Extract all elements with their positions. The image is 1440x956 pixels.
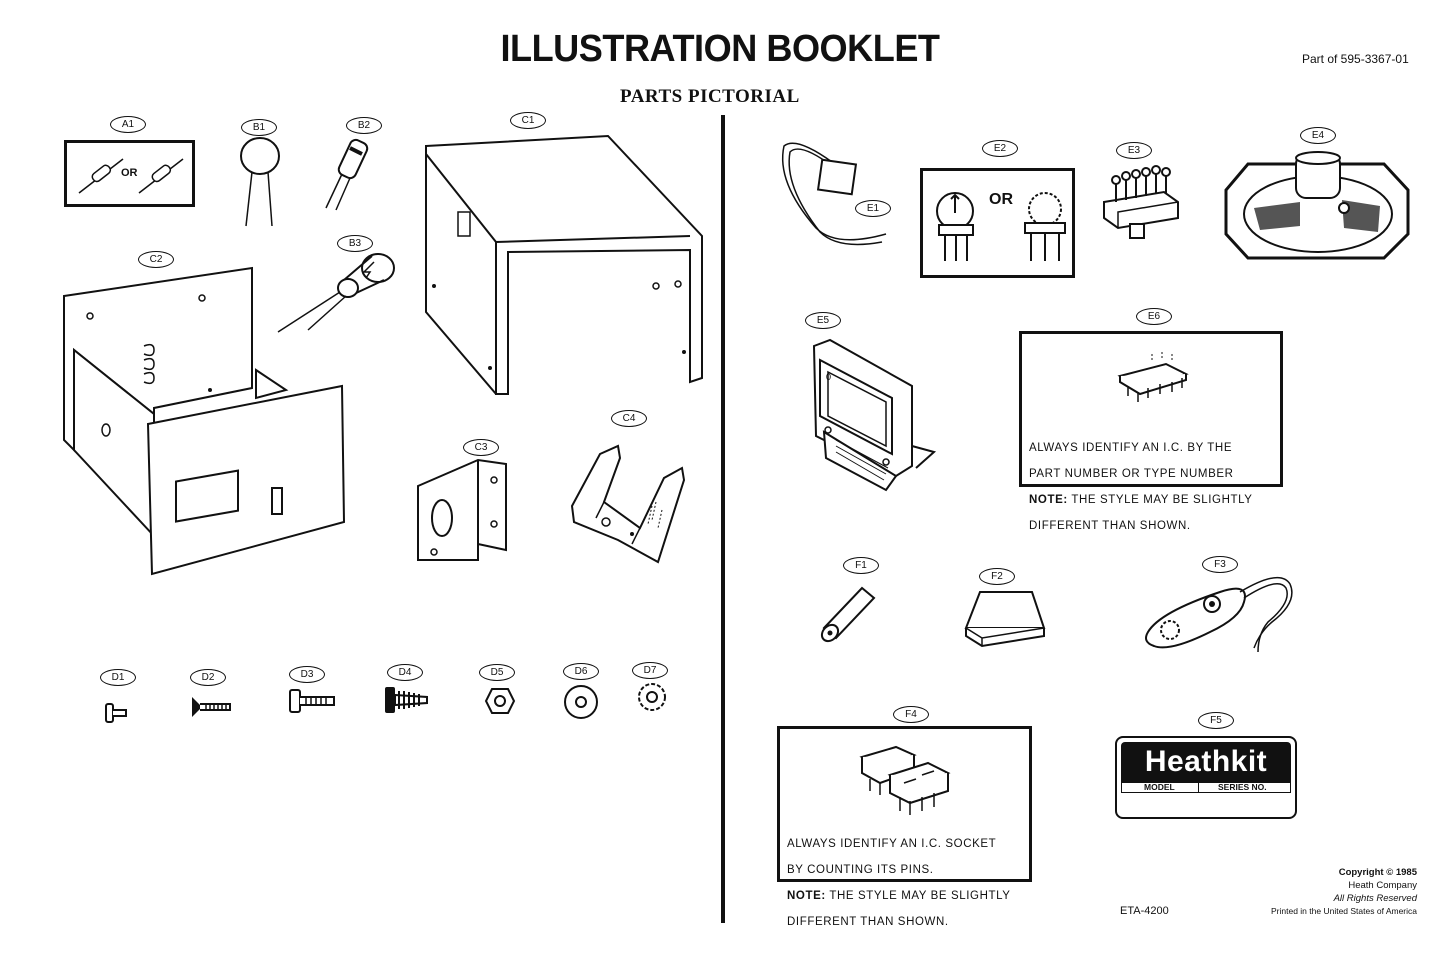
label-f2: F2: [979, 568, 1015, 585]
note-line: DIFFERENT THAN SHOWN.: [1029, 520, 1191, 532]
hex-nut-icon: [484, 687, 516, 715]
note-line: THE STYLE MAY BE SLIGHTLY: [825, 890, 1011, 902]
disc-capacitor-icon: [236, 136, 284, 228]
bracket-icon: [412, 456, 512, 566]
copyright-block: Copyright © 1985 Heath Company All Right…: [1240, 866, 1417, 918]
label-e6: E6: [1136, 308, 1172, 325]
or-text: OR: [989, 191, 1013, 208]
rubber-foot-icon: [962, 588, 1048, 650]
wired-component-icon: [776, 132, 896, 256]
axial-capacitor-icon: [274, 250, 404, 336]
ic-socket-icon: [854, 739, 964, 815]
note-line: ALWAYS IDENTIFY AN I.C. SOCKET: [787, 838, 997, 850]
center-divider: [721, 115, 725, 923]
label-d2: D2: [190, 669, 226, 686]
page-title: ILLUSTRATION BOOKLET: [500, 28, 940, 70]
spacer-icon: [816, 580, 880, 644]
note-line: ALWAYS IDENTIFY AN I.C. BY THE: [1029, 442, 1233, 454]
svg-text:0: 0: [826, 372, 831, 382]
sheet-metal-screw-icon: [385, 687, 431, 713]
switch-icon: [1094, 162, 1184, 242]
label-d5: D5: [479, 664, 515, 681]
label-f4: F4: [893, 706, 929, 723]
or-text: OR: [121, 167, 138, 179]
note-line: THE STYLE MAY BE SLIGHTLY: [1067, 494, 1253, 506]
resistor-box: OR: [64, 140, 195, 207]
label-f3: F3: [1202, 556, 1238, 573]
clip-bracket-icon: [566, 436, 690, 568]
label-c4: C4: [611, 410, 647, 427]
cabinet-top-icon: [420, 132, 706, 396]
cord-assembly-icon: [1140, 562, 1298, 658]
heathkit-label: Heathkit MODEL SERIES NO.: [1115, 736, 1297, 819]
label-c2: C2: [138, 251, 174, 268]
chassis-icon: [60, 264, 350, 576]
label-b3: B3: [337, 235, 373, 252]
ic-chip-icon: [1112, 352, 1196, 402]
potentiometer-icon: [933, 185, 1068, 265]
label-e2: E2: [982, 140, 1018, 157]
label-d3: D3: [289, 666, 325, 683]
part-number: Part of 595-3367-01: [1302, 52, 1409, 66]
heathkit-brand: Heathkit: [1121, 742, 1291, 782]
ic-note-text: ALWAYS IDENTIFY AN I.C. BY THE PART NUMB…: [1029, 429, 1253, 546]
model-field: MODEL: [1144, 782, 1175, 792]
meter-icon: 0: [806, 336, 940, 496]
label-e3: E3: [1116, 142, 1152, 159]
speaker-icon: [1224, 150, 1410, 260]
electrolytic-capacitor-icon: [320, 134, 386, 212]
label-a1: A1: [110, 116, 146, 133]
resistor-icon: [77, 153, 187, 198]
label-b1: B1: [241, 119, 277, 136]
rights-line: All Rights Reserved: [1333, 893, 1417, 904]
label-d4: D4: [387, 664, 423, 681]
note-label: NOTE:: [1029, 494, 1068, 506]
label-c3: C3: [463, 439, 499, 456]
series-field: SERIES NO.: [1218, 782, 1267, 792]
note-line: PART NUMBER OR TYPE NUMBER: [1029, 468, 1234, 480]
label-c1: C1: [510, 112, 546, 129]
label-e5: E5: [805, 312, 841, 329]
label-e4: E4: [1300, 127, 1336, 144]
ic-socket-note-text: ALWAYS IDENTIFY AN I.C. SOCKET BY COUNTI…: [787, 825, 1011, 942]
control-box: OR: [920, 168, 1075, 278]
note-line: DIFFERENT THAN SHOWN.: [787, 916, 949, 928]
printed-line: Printed in the United States of America: [1271, 906, 1417, 916]
note-label: NOTE:: [787, 890, 826, 902]
flat-washer-icon: [562, 684, 600, 720]
hex-screw-icon: [288, 688, 336, 714]
ic-note-box: ALWAYS IDENTIFY AN I.C. BY THE PART NUMB…: [1019, 331, 1283, 532]
label-b2: B2: [346, 117, 382, 134]
page-subtitle: PARTS PICTORIAL: [620, 86, 800, 107]
label-d6: D6: [563, 663, 599, 680]
label-d1: D1: [100, 669, 136, 686]
field-divider: [1198, 783, 1199, 792]
machine-screw-icon: [104, 702, 128, 724]
label-e1: E1: [855, 200, 891, 217]
label-field-row: MODEL SERIES NO.: [1121, 782, 1291, 793]
label-d7: D7: [632, 662, 668, 679]
copyright-line: Copyright © 1985: [1338, 867, 1417, 878]
company-line: Heath Company: [1348, 880, 1417, 891]
ic-socket-note-box: ALWAYS IDENTIFY AN I.C. SOCKET BY COUNTI…: [777, 726, 1032, 928]
flat-head-screw-icon: [192, 697, 232, 717]
label-f1: F1: [843, 557, 879, 574]
eta-number: ETA-4200: [1120, 905, 1169, 917]
note-line: BY COUNTING ITS PINS.: [787, 864, 934, 876]
label-f5: F5: [1198, 712, 1234, 729]
lockwasher-icon: [636, 682, 668, 712]
